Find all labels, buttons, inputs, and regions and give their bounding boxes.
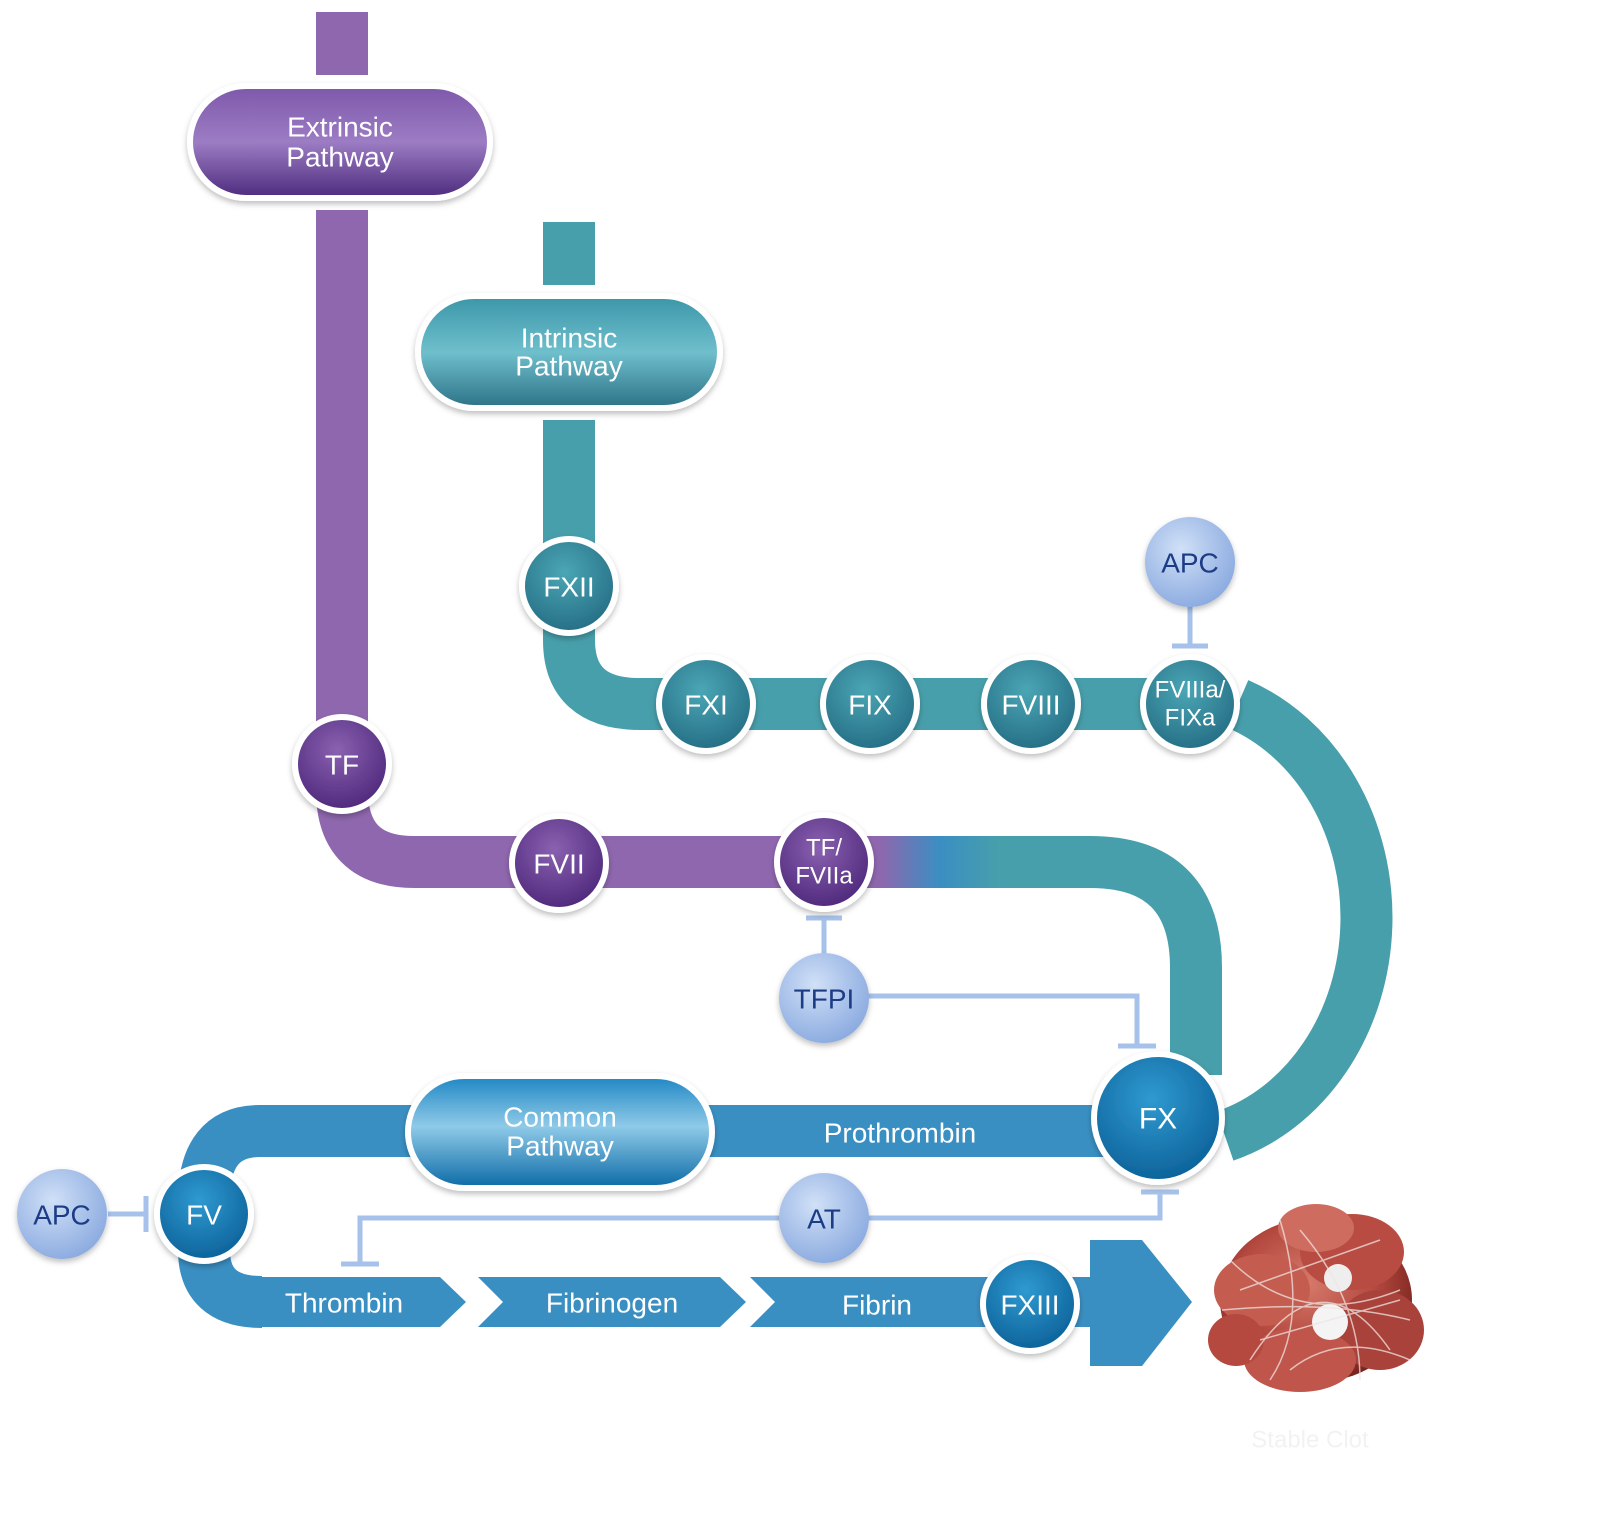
fibrin-label: Fibrin bbox=[842, 1290, 912, 1321]
node-fx: FX bbox=[1091, 1051, 1225, 1185]
node-fxi: FXI bbox=[656, 654, 756, 754]
node-fv: FV bbox=[154, 1164, 254, 1264]
node-fviii: FVIII bbox=[981, 654, 1081, 754]
common-pathway-pill: Common Pathway bbox=[405, 1073, 715, 1191]
fviiia-fixa-line1: FVIIIa/ bbox=[1155, 677, 1226, 704]
tfpi-label: TFPI bbox=[794, 984, 855, 1015]
fx-label: FX bbox=[1139, 1103, 1177, 1136]
fxi-label: FXI bbox=[684, 690, 728, 721]
thrombin-arrow bbox=[262, 1277, 466, 1327]
fv-label: FV bbox=[186, 1200, 222, 1231]
tf-fviia-line2: FVIIa bbox=[795, 863, 853, 890]
node-tf: TF bbox=[292, 714, 392, 814]
fviii-label: FVIII bbox=[1001, 690, 1060, 721]
intrinsic-line2: Pathway bbox=[515, 351, 622, 382]
tf-fviia-line1: TF/ bbox=[806, 835, 842, 862]
node-tf-fviia: TF/ FVIIa bbox=[774, 812, 874, 912]
thrombin-label: Thrombin bbox=[285, 1288, 403, 1319]
stable-clot-caption: Stable Clot bbox=[1251, 1427, 1369, 1454]
fibrinogen-label: Fibrinogen bbox=[546, 1288, 678, 1319]
fviiia-fixa-line2: FIXa bbox=[1165, 705, 1216, 732]
intrinsic-line1: Intrinsic bbox=[521, 323, 617, 354]
prothrombin-label: Prothrombin bbox=[824, 1118, 977, 1149]
node-apc-left: APC bbox=[17, 1169, 107, 1259]
common-line1: Common bbox=[503, 1102, 617, 1133]
extrinsic-line2: Pathway bbox=[286, 142, 393, 173]
apc-top-label: APC bbox=[1161, 548, 1219, 579]
common-line2: Pathway bbox=[506, 1131, 613, 1162]
node-fxii: FXII bbox=[519, 536, 619, 636]
node-tfpi: TFPI bbox=[779, 953, 869, 1043]
extrinsic-to-fx-track bbox=[860, 836, 1222, 1075]
fix-label: FIX bbox=[848, 690, 892, 721]
intrinsic-track bbox=[543, 222, 1393, 1161]
node-fviiia-fixa: FVIIIa/ FIXa bbox=[1140, 654, 1240, 754]
blood-clot-image bbox=[1208, 1204, 1424, 1392]
fxii-label: FXII bbox=[543, 572, 594, 603]
cascade-arrow-band bbox=[262, 1240, 1192, 1366]
fvii-label: FVII bbox=[533, 849, 584, 880]
node-at: AT bbox=[779, 1173, 869, 1263]
fibrin-arrow bbox=[750, 1277, 1000, 1327]
node-apc-top: APC bbox=[1145, 517, 1235, 607]
at-label: AT bbox=[807, 1204, 841, 1235]
fxiii-label: FXIII bbox=[1000, 1290, 1059, 1321]
node-fix: FIX bbox=[820, 654, 920, 754]
extrinsic-line1: Extrinsic bbox=[287, 112, 393, 143]
node-fxiii: FXIII bbox=[980, 1254, 1080, 1354]
node-fvii: FVII bbox=[509, 813, 609, 913]
apc-left-label: APC bbox=[33, 1200, 91, 1231]
intrinsic-pathway-pill: Intrinsic Pathway bbox=[415, 293, 723, 411]
tf-label: TF bbox=[325, 750, 359, 781]
inhibitor-lines bbox=[108, 605, 1208, 1267]
final-arrow bbox=[1050, 1240, 1192, 1366]
extrinsic-pathway-pill: Extrinsic Pathway bbox=[187, 83, 493, 201]
fibrinogen-arrow bbox=[478, 1277, 746, 1327]
